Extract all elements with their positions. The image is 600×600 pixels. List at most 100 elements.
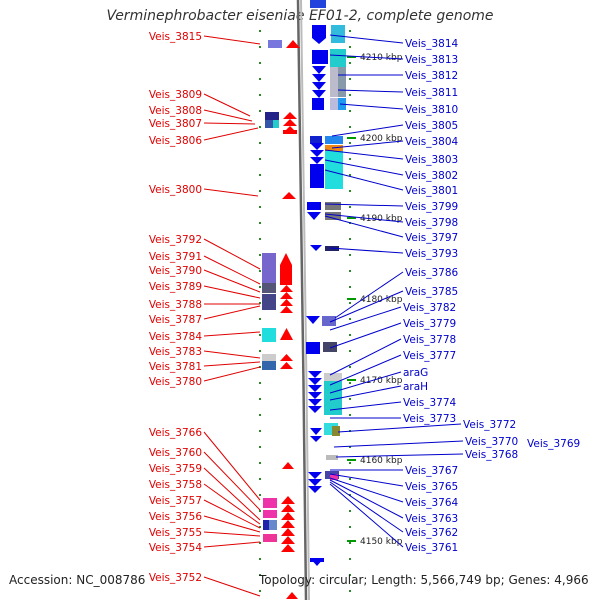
gene-domain [323,342,337,352]
gene-domain [324,373,342,381]
gene-arrow [307,212,321,220]
gene-link-right[interactable]: Veis_3767 [330,465,458,477]
gene-link-right[interactable]: Veis_3785 [329,286,458,323]
gene-domain [330,474,338,480]
gene-link-left[interactable]: Veis_3792 [149,234,261,270]
gene-domain [265,120,273,128]
gene-link-right[interactable]: Veis_3813 [329,54,458,66]
map-title: Verminephrobacter eiseniae EF01-2, compl… [106,8,494,24]
gene-link-right[interactable]: Veis_3810 [339,103,458,116]
gene-link-right[interactable]: Veis_3782 [329,302,456,331]
gene-link-right[interactable]: Veis_3811 [337,87,458,99]
gene-domain [307,202,321,210]
genome-axis-shadow [300,0,310,600]
gene-link-right[interactable]: Veis_3774 [329,397,457,411]
gene-link-left[interactable]: Veis_3807 [149,118,256,130]
gene-link-left[interactable]: Veis_3788 [149,299,260,311]
gene-link-left[interactable]: Veis_3800 [149,184,259,197]
gene-link-left[interactable]: Veis_3752 [149,572,261,597]
gene-link-right[interactable]: Veis_3768 [335,449,518,461]
gene-domain [310,558,324,562]
topology-text: Topology: circular; Length: 5,566,749 bp… [259,573,589,587]
gene-link-right[interactable]: Veis_3778 [329,334,456,376]
gene-link-left[interactable]: Veis_3757 [149,495,261,529]
gene-link-right[interactable]: Veis_3793 [329,247,458,260]
gene-link-right[interactable]: Veis_3772 [337,419,516,433]
leader-line [203,285,261,299]
gene-link-right[interactable]: Veis_3805 [331,120,458,137]
gene-link-right[interactable]: Veis_3802 [324,159,458,182]
gene-label: Veis_3763 [405,513,458,525]
leader-line [331,140,404,149]
gene-link-right[interactable]: Veis_3814 [329,34,459,50]
gene-link-left[interactable]: Veis_3809 [149,89,251,117]
gene-domain [332,426,340,436]
gene-link-left[interactable]: Veis_3754 [149,541,261,554]
gene-link-right[interactable]: Veis_3804 [331,136,459,149]
gene-link-right[interactable]: Veis_3763 [329,479,458,525]
gene-link-right[interactable]: Veis_3799 [324,201,458,213]
gene-link-left[interactable]: Veis_3755 [149,527,261,539]
gene-link-right[interactable]: araH [329,381,428,401]
gene-link-right[interactable]: Veis_3769 [527,438,580,450]
accession-text: Accession: NC_008786 [9,573,146,587]
gene-link-left[interactable]: Veis_3815 [149,31,261,45]
gene-link-right[interactable]: Veis_3770 [333,436,518,448]
gene-link-left[interactable]: Veis_3790 [149,265,261,293]
scale-label: 4190 kbp [360,214,403,224]
gene-link-right[interactable]: Veis_3762 [329,481,458,539]
gene-link-right[interactable]: Veis_3779 [329,318,456,349]
gene-link-right[interactable]: Veis_3798 [324,213,458,229]
leader-line [329,473,404,487]
gene-link-right[interactable]: Veis_3803 [324,149,458,166]
gene-link-left[interactable]: Veis_3760 [149,447,261,511]
gene-link-left[interactable]: Veis_3781 [149,361,261,373]
gene-label: Veis_3773 [403,413,456,425]
gene-link-right[interactable]: Veis_3761 [329,483,458,554]
gene-link-left[interactable]: Veis_3787 [149,305,261,326]
gene-link-right[interactable]: Veis_3765 [329,473,458,493]
gene-domain [262,361,276,370]
gene-label: Veis_3770 [465,436,518,448]
gene-label: Veis_3780 [149,376,202,388]
gene-arrow [280,285,293,292]
gene-link-left[interactable]: Veis_3789 [149,281,261,299]
gene-link-left[interactable]: Veis_3808 [149,105,253,122]
gene-arrow [310,245,322,251]
gene-link-left[interactable]: Veis_3756 [149,511,261,533]
gene-domain [273,120,279,128]
gene-link-right[interactable]: araG [329,367,428,394]
gene-link-left[interactable]: Veis_3784 [149,331,261,343]
gene-arrow [283,119,297,126]
gene-label: Veis_3762 [405,527,458,539]
leader-line [333,440,464,448]
gene-arrow [286,592,298,599]
gene-link-right[interactable]: Veis_3797 [324,215,458,244]
gene-domain [262,354,276,361]
gene-link-left[interactable]: Veis_3791 [149,251,261,285]
gene-label: Veis_3777 [403,350,456,362]
gene-link-left[interactable]: Veis_3783 [149,346,261,359]
gene-arrow [280,328,293,340]
gene-link-left[interactable]: Veis_3780 [149,366,261,388]
gene-label: Veis_3767 [405,465,458,477]
gene-link-right[interactable]: Veis_3786 [334,267,459,319]
gene-arrow [306,316,320,324]
gene-link-left[interactable]: Veis_3759 [149,463,261,521]
gene-link-right[interactable]: Veis_3777 [329,350,456,386]
gene-link-right[interactable]: Veis_3812 [338,70,458,82]
gene-link-right[interactable]: Veis_3801 [324,169,458,197]
gene-label: Veis_3800 [149,184,202,196]
gene-link-left[interactable]: Veis_3766 [149,427,261,501]
gene-link-right[interactable]: Veis_3764 [329,477,459,509]
gene-label: Veis_3790 [149,265,202,277]
leader-line [329,385,402,401]
gene-label: Veis_3799 [405,201,458,213]
gene-link-left[interactable]: Veis_3806 [149,127,259,147]
gene-arrow [308,406,322,413]
gene-link-right[interactable]: Veis_3773 [330,413,456,425]
leader-line [331,124,404,137]
gene-domain [325,212,341,220]
gene-link-left[interactable]: Veis_3758 [149,479,261,525]
gene-label: Veis_3778 [403,334,456,346]
